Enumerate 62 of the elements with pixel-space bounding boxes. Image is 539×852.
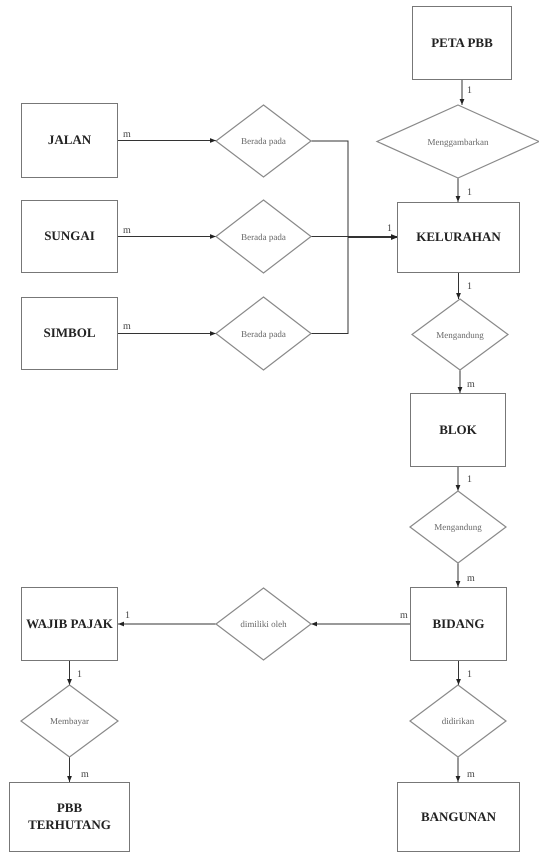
cardinality-label: 1 [76,670,83,680]
connector-arrow [67,756,72,782]
entity-label: BLOK [438,422,478,438]
cardinality-label: m [122,322,132,332]
entity-label: JALAN [46,132,92,149]
cardinality-label: m [399,611,409,621]
relationship-label: Membayar [50,716,89,726]
cardinality-label: m [80,770,90,780]
relationship-label: Berada pada [241,232,286,242]
entity-label: PETA PBB [430,34,494,52]
connector-arrow [458,370,462,394]
relationship-label: Mengandung [436,330,484,340]
cardinality-label: m [466,574,476,584]
connector-arrow [456,466,460,492]
connector-arrow [310,234,398,239]
entity-box [21,200,118,273]
cardinality-label: 1 [466,188,473,198]
connector-arrow [118,331,216,336]
connector-arrow [67,660,72,686]
cardinality-label: m [122,226,132,236]
cardinality-label: 1 [466,86,473,96]
entity-box [410,393,506,467]
connector-arrow [118,138,216,143]
entity-box [412,6,512,80]
relationship-label: dimiliki oleh [240,619,287,629]
entity-box [21,297,118,370]
cardinality-label: m [466,770,476,780]
connector-arrow [310,235,398,334]
cardinality-label: m [122,130,132,140]
entity-label: BANGUNAN [420,808,498,826]
cardinality-label: 1 [124,611,131,621]
connector-arrow [456,272,461,300]
entity-box [9,782,130,852]
entity-label: WAJIB PAJAK [25,616,114,632]
cardinality-label: m [466,380,476,390]
connector-arrow [118,622,216,626]
cardinality-label: 1 [466,282,473,292]
entity-label: BIDANG [431,616,486,632]
entity-label: PBB TERHUTANG [27,800,112,834]
connector-arrow [310,622,410,626]
connector-arrow [456,660,461,686]
relationship-label: didirikan [442,716,474,726]
connector-arrow [118,234,216,239]
entity-box [397,202,520,273]
entity-label: SIMBOL [42,325,96,342]
entity-box [397,782,520,852]
entity-box [21,103,118,178]
connector-arrow [456,178,460,202]
relationship-label: Mengandung [434,522,482,532]
entity-box [410,587,507,661]
relationship-label: Berada pada [241,136,286,146]
connector-arrow [456,562,460,588]
connector-arrow [456,756,460,782]
cardinality-label: 1 [466,475,473,485]
entity-label: KELURAHAN [415,229,502,246]
relationship-label: Menggambarkan [428,136,488,146]
entity-box [21,587,118,661]
connector-arrow [460,80,464,106]
cardinality-label: 1 [466,670,473,680]
relationship-label: Berada pada [241,328,286,338]
cardinality-label: 1 [386,224,393,234]
entity-label: SUNGAI [43,228,96,245]
